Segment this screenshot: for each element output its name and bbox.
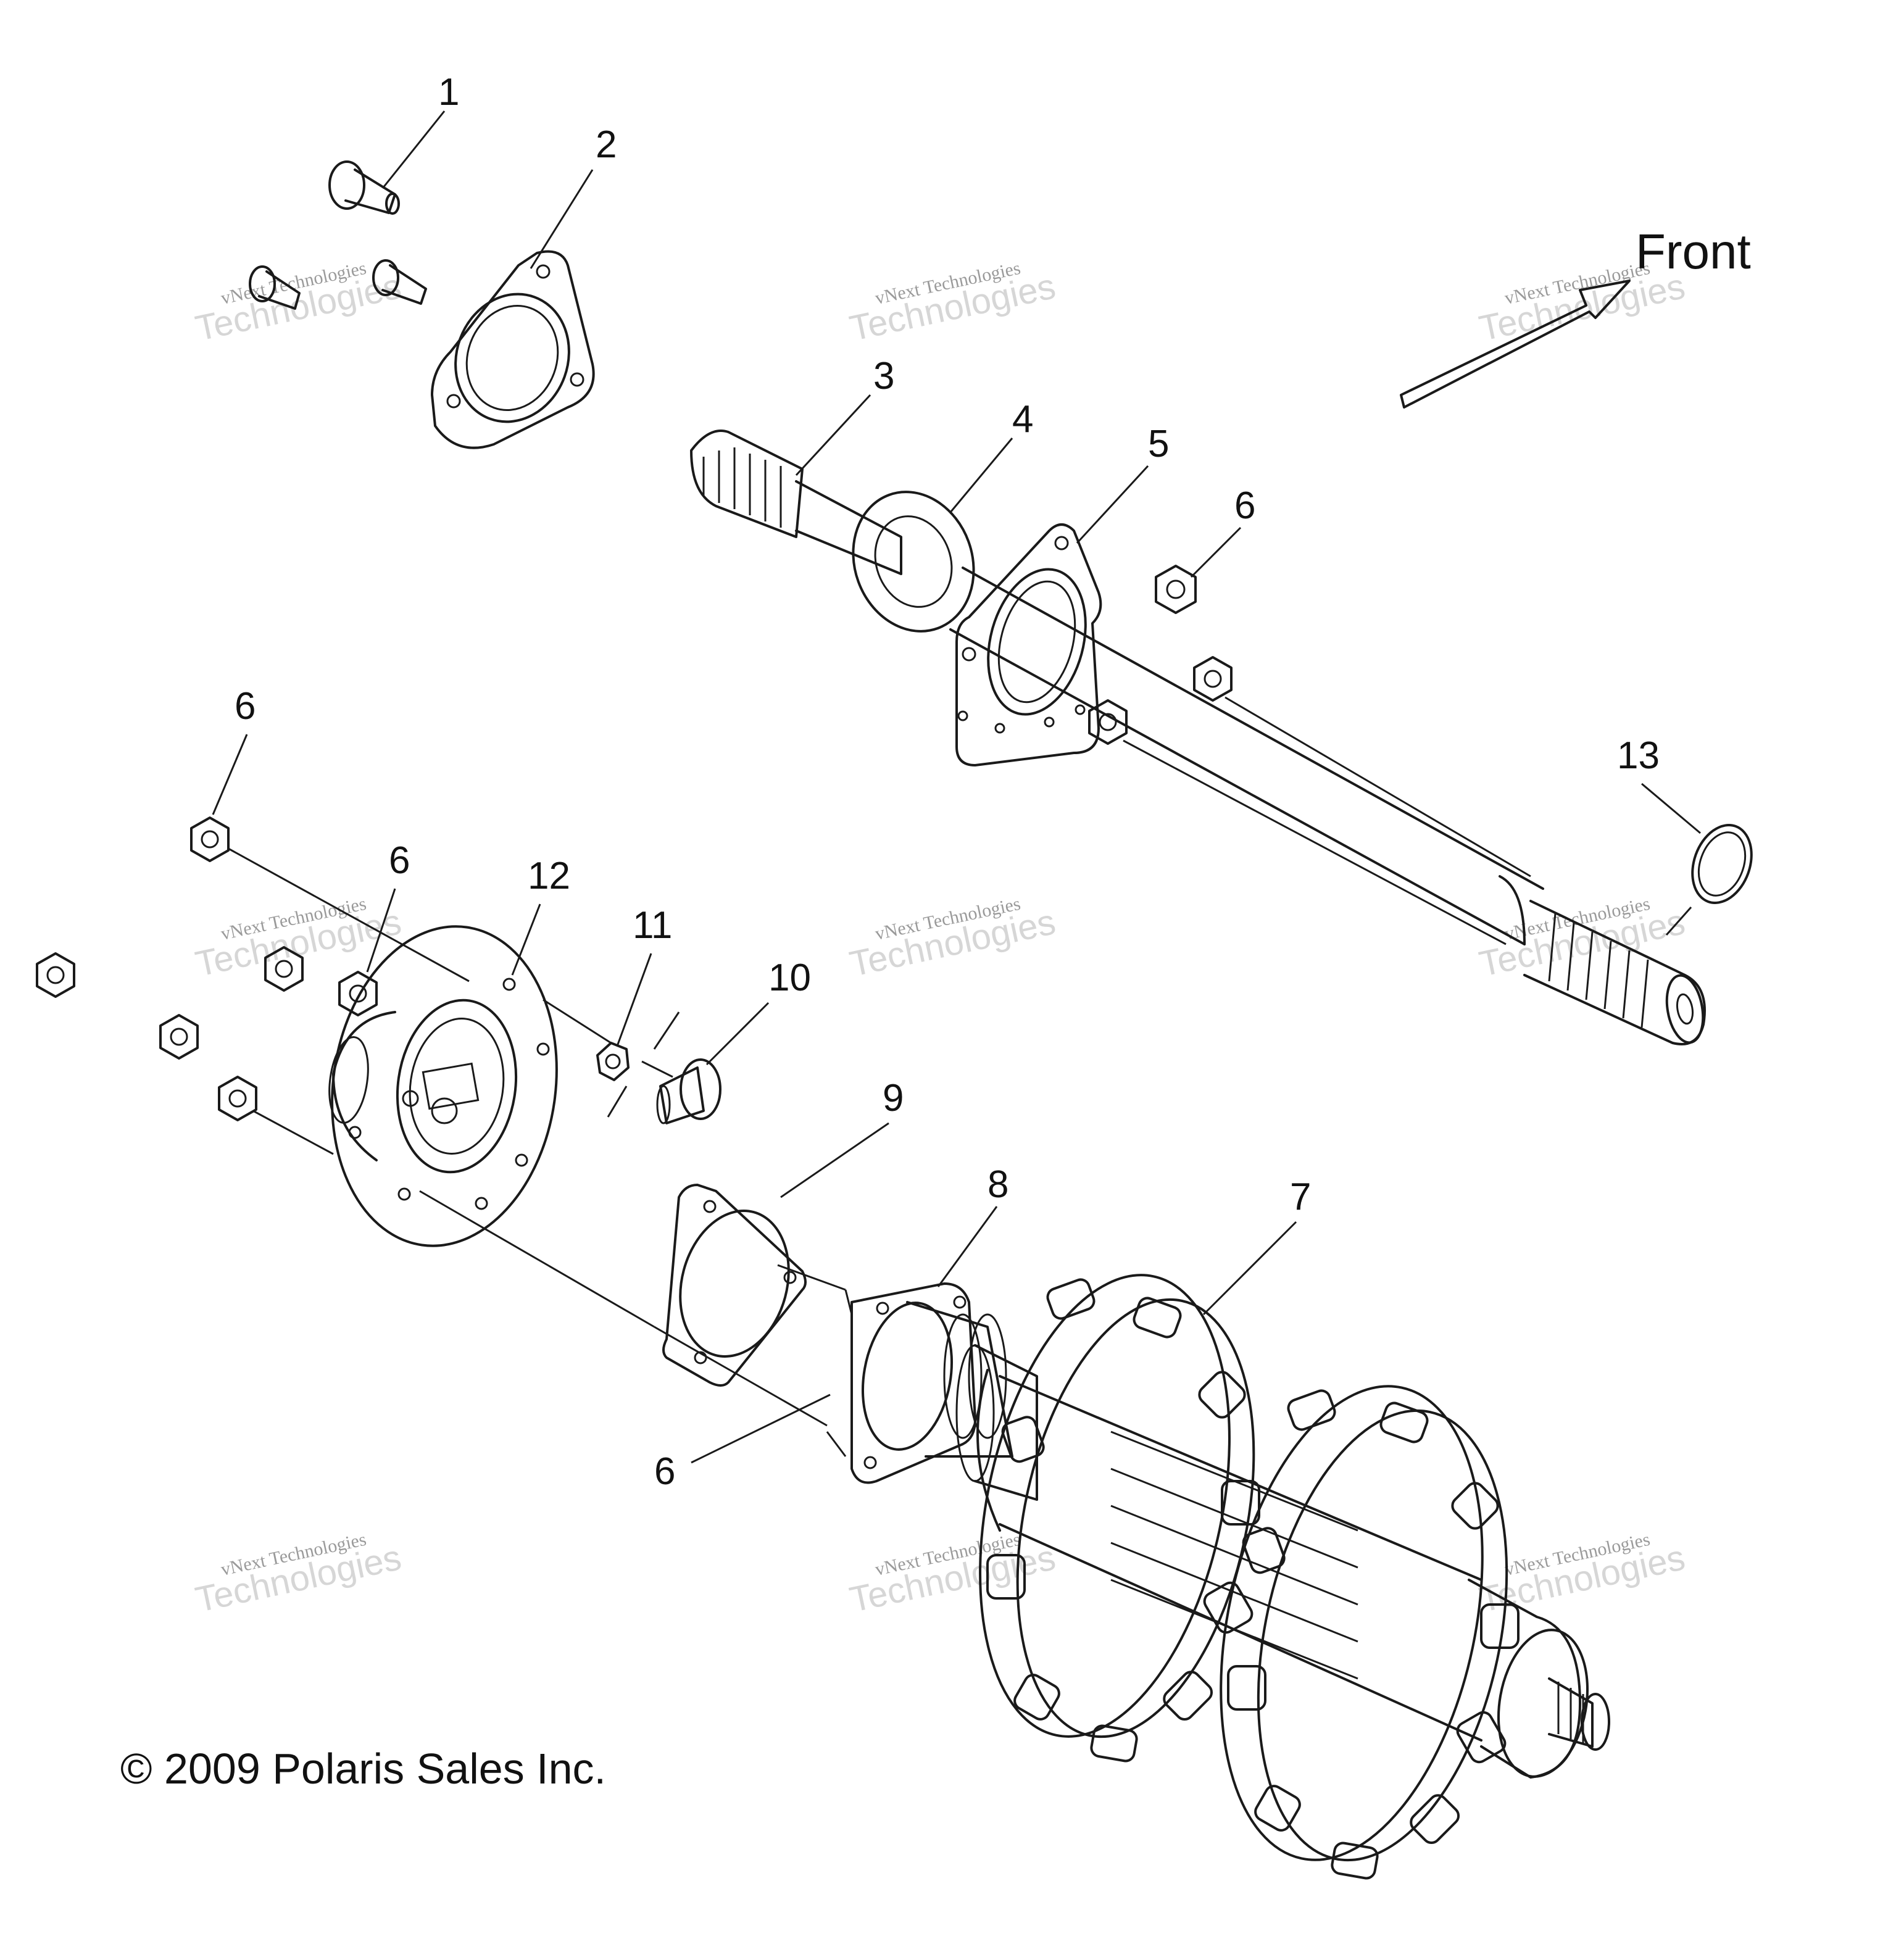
part-hub-flange [328,925,558,1247]
callout-7: 7 [1290,1176,1311,1218]
nut [218,1076,257,1121]
watermark: Technologies vNext Technologies [192,1529,405,1620]
callout-10: 10 [768,957,811,999]
part-nuts [36,565,1233,1121]
nut [36,952,75,998]
part-bolt [328,160,400,215]
callout-13: 13 [1617,734,1660,777]
front-arrow: Front [1400,224,1751,409]
front-label: Front [1636,224,1751,279]
part-bearing [852,491,975,633]
nut [1088,699,1128,745]
callout-12: 12 [528,855,570,897]
nut [190,816,230,862]
callout-6-top: 6 [1234,484,1255,527]
sprocket-teeth-left [986,1278,1260,1763]
nut [1155,565,1197,614]
callout-6-left: 6 [235,685,256,728]
nut [1193,656,1233,702]
part-drive-shaft [690,430,1706,1045]
part-pin [656,1058,721,1124]
callout-1: 1 [438,71,459,114]
sprocket-teeth-right [1227,1389,1520,1880]
callout-4: 4 [1012,398,1033,441]
callouts: 1 2 3 4 5 6 6 6 6 12 11 10 9 8 7 13 [235,71,1660,1493]
callout-3: 3 [873,355,894,397]
watermark-group: Technologies vNext Technologies Technolo… [192,258,1689,1620]
part-bearing-flange [431,250,595,449]
callout-11: 11 [633,904,672,947]
callout-9: 9 [883,1077,904,1119]
part-studs [249,259,427,310]
part-bearing-housing [826,1282,1013,1484]
callout-leaders [212,110,1701,1464]
watermark: Technologies vNext Technologies [1476,894,1689,984]
assembly-lines [228,696,1531,1427]
callout-2: 2 [596,123,617,166]
watermark: Technologies vNext Technologies [846,894,1059,984]
nut [264,946,304,992]
callout-6-mid: 6 [389,839,410,882]
callout-8: 8 [988,1163,1008,1206]
part-washer [596,1042,630,1081]
watermark: Technologies vNext Technologies [192,894,405,984]
watermark: Technologies vNext Technologies [846,258,1059,349]
part-shaft-flange [955,523,1102,766]
copyright-text: © 2009 Polaris Sales Inc. [120,1745,606,1793]
part-drive-sprocket [955,1274,1610,1880]
part-gasket [662,1184,807,1387]
callout-5: 5 [1148,423,1169,465]
part-o-ring [1691,824,1753,904]
nut [338,971,378,1016]
callout-6-bottom: 6 [654,1450,675,1493]
nut [159,1014,199,1060]
